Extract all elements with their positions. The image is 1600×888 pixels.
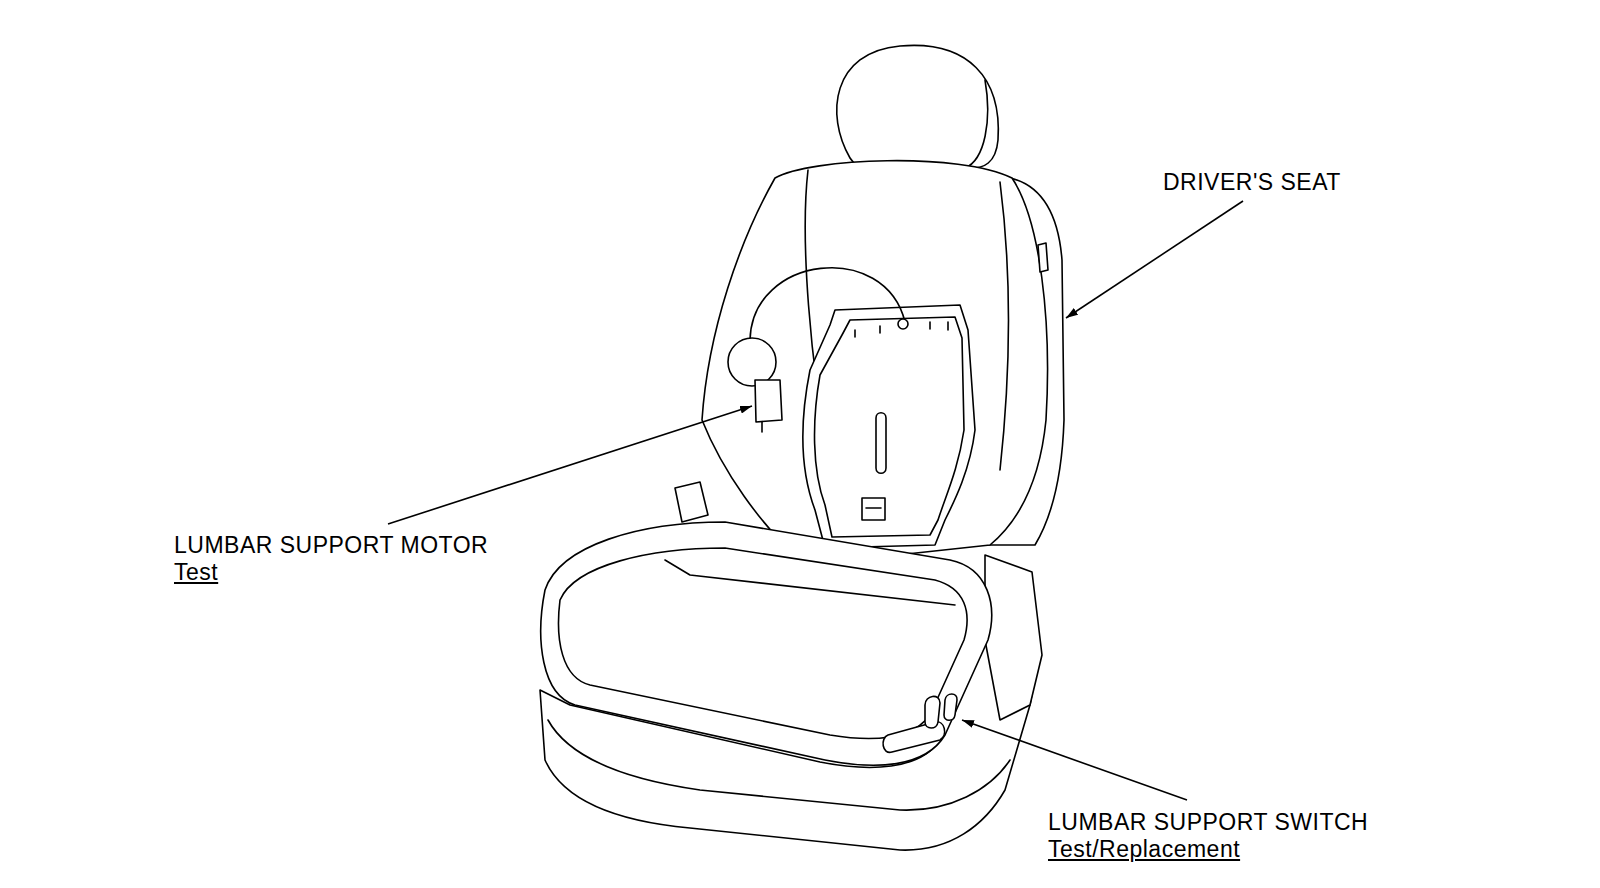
recline-lever	[675, 482, 708, 522]
seat-side	[985, 555, 1042, 720]
cushion-seam	[665, 560, 955, 605]
recline-switch	[925, 696, 940, 728]
cable-end	[898, 319, 908, 329]
motor-shaft	[761, 422, 763, 432]
leader-line	[962, 720, 1187, 800]
lumbar-plate-inner	[815, 317, 964, 537]
headrest	[837, 45, 999, 168]
seat-cushion	[541, 522, 992, 765]
motor-housing	[728, 338, 776, 386]
lumbar-slot	[876, 413, 886, 474]
headrest-edge	[965, 80, 988, 168]
lumbar-switch	[944, 694, 957, 720]
part-name: DRIVER'S SEAT	[1163, 170, 1341, 195]
leader-line	[388, 406, 752, 524]
leader-line	[1066, 201, 1243, 318]
lumbar-plate	[803, 305, 975, 548]
cushion-seam	[559, 548, 968, 738]
backrest	[702, 161, 1048, 565]
part-name: LUMBAR SUPPORT SWITCH	[1048, 810, 1368, 835]
cable	[750, 268, 905, 340]
part-name: LUMBAR SUPPORT MOTOR	[174, 533, 488, 558]
procedure-link: Test/Replacement	[1048, 837, 1240, 862]
lumbar-clip	[862, 498, 885, 520]
motor-body	[755, 380, 782, 422]
seat-tab	[1038, 243, 1048, 272]
procedure-link: Test	[174, 560, 218, 585]
